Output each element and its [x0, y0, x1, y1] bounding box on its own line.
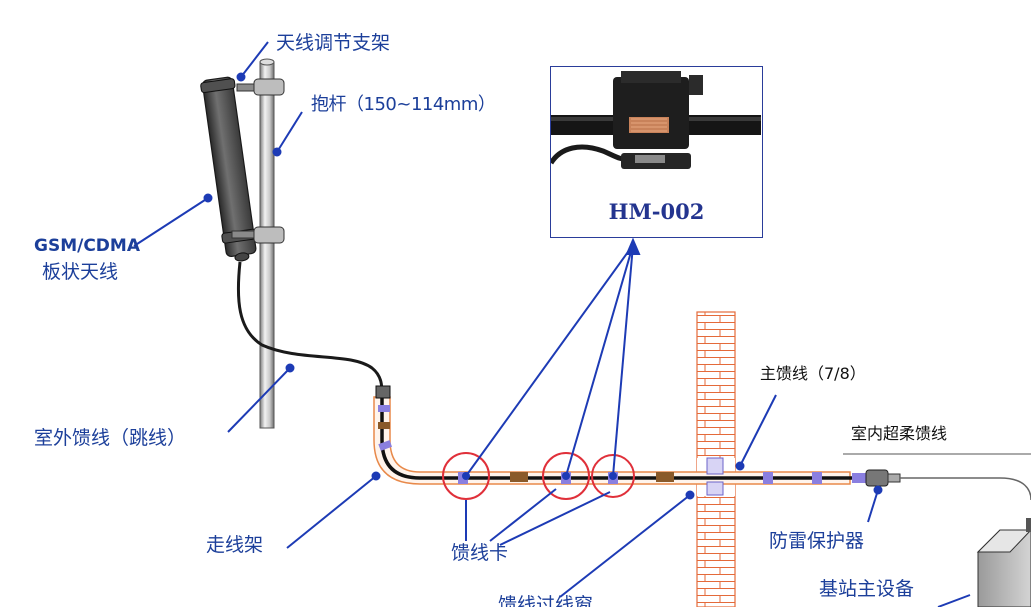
- feeder-clamp: [656, 472, 674, 482]
- inset-caption: HM-002: [608, 199, 705, 224]
- mounting-pole: [259, 58, 275, 429]
- label-base-station: 基站主设备: [819, 578, 915, 600]
- indoor-feeder-cable: [900, 477, 1031, 501]
- label-feeder-window: 馈线过线窗: [498, 594, 594, 607]
- feeder-window-frame: [706, 457, 724, 496]
- feeder-clamp: [763, 472, 773, 484]
- jumper-connector: [375, 385, 391, 399]
- label-outdoor-feeder: 室外馈线（跳线）: [34, 427, 187, 449]
- highlight-circle: [442, 452, 490, 500]
- leader-lines: [133, 41, 971, 607]
- feeder-clamp: [510, 472, 528, 482]
- cable-tray: [373, 396, 851, 485]
- base-station-box: [976, 518, 1031, 607]
- label-feeder-clamp: 馈线卡: [451, 542, 509, 564]
- label-indoor-feeder: 室内超柔馈线: [851, 424, 948, 443]
- highlight-circle: [542, 452, 590, 500]
- clamp-highlight-circles: [442, 452, 635, 500]
- panel-antenna: [200, 76, 257, 262]
- label-mounting-pole: 抱杆（150~114mm）: [311, 94, 496, 115]
- feeder-clamp: [852, 473, 866, 483]
- label-lightning-protector: 防雷保护器: [769, 530, 865, 552]
- main-feeder-cable: [380, 398, 860, 480]
- label-main-feeder: 主馈线（7/8）: [760, 364, 866, 383]
- clamp-photo: [551, 67, 762, 185]
- feeder-clamp: [378, 422, 390, 429]
- clamp-photo-inset: HM-002: [550, 66, 763, 238]
- label-antenna-bracket: 天线调节支架: [276, 32, 391, 54]
- label-panel-antenna: 板状天线: [42, 261, 119, 283]
- label-antenna-model: GSM/CDMA: [34, 236, 140, 256]
- antenna-bracket: [231, 78, 285, 244]
- highlight-circle: [591, 454, 635, 498]
- feeder-clamp: [812, 472, 822, 484]
- lightning-protector: [865, 469, 901, 487]
- feeder-clamp: [378, 440, 393, 451]
- feeder-clamp: [378, 405, 390, 412]
- label-cable-tray: 走线架: [206, 534, 264, 556]
- jumper-cable: [236, 261, 384, 396]
